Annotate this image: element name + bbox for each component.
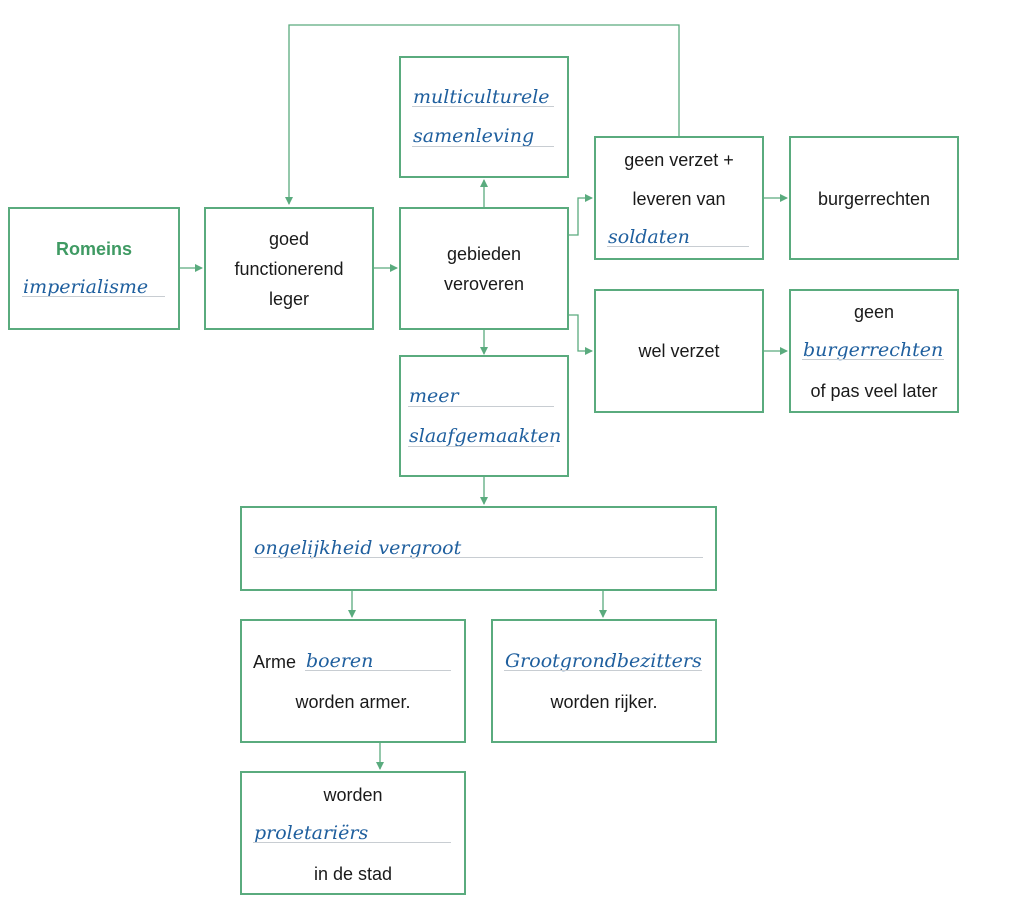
leger-line1: goed [268, 229, 310, 249]
geen-burgerrechten-line1: geen [853, 302, 895, 322]
slaafgemaakten-answer2[interactable]: slaafgemaakten [409, 425, 562, 447]
box-geen-burgerrechten [789, 289, 959, 413]
box-grootgrond [491, 619, 717, 743]
box-multicultureel [399, 56, 569, 178]
box-boeren [240, 619, 466, 743]
geen-burgerrechten-answer-line [802, 359, 944, 360]
box-romeins [8, 207, 180, 330]
boeren-answer-line [305, 670, 451, 671]
boeren-prefix: Arme [253, 652, 297, 672]
grootgrond-answer[interactable]: Grootgrondbezitters [505, 650, 702, 672]
geen-verzet-line2: leveren van [632, 189, 726, 209]
box-wel-verzet [594, 289, 764, 413]
veroveren-line2: veroveren [443, 274, 525, 294]
geen-verzet-answer-line [607, 246, 749, 247]
leger-line3: leger [268, 289, 310, 309]
box-burgerrechten [789, 136, 959, 260]
proletariers-line3: in de stad [313, 864, 393, 884]
box-leger [204, 207, 374, 330]
romeins-heading: Romeins [55, 239, 133, 259]
proletariers-answer[interactable]: proletariërs [254, 822, 369, 844]
geen-verzet-answer[interactable]: soldaten [608, 226, 690, 248]
slaafgemaakten-answer1-line [408, 406, 554, 407]
multicultureel-answer2-line [412, 146, 554, 147]
box-ongelijkheid [240, 506, 717, 591]
slaafgemaakten-answer1[interactable]: meer [409, 385, 459, 407]
grootgrond-line2: worden rijker. [550, 692, 658, 712]
romeins-answer-line [22, 296, 165, 297]
leger-line2: functionerend [234, 259, 344, 279]
slaafgemaakten-answer2-line [408, 446, 554, 447]
arrow-veroveren-to-wel-verzet [568, 314, 593, 355]
geen-burgerrechten-line3: of pas veel later [810, 381, 938, 401]
arrow-veroveren-to-geen-verzet [568, 194, 593, 236]
romeins-answer[interactable]: imperialisme [23, 276, 149, 298]
box-proletariers [240, 771, 466, 895]
boeren-answer[interactable]: boeren [306, 650, 374, 672]
wel-verzet-text: wel verzet [638, 341, 720, 361]
burgerrechten-text: burgerrechten [817, 189, 931, 209]
proletariers-line1: worden [323, 785, 383, 805]
box-slaafgemaakten [399, 355, 569, 477]
box-veroveren [399, 207, 569, 330]
arrow-geen-verzet-to-leger [285, 24, 680, 205]
geen-verzet-line1: geen verzet + [624, 150, 734, 170]
multicultureel-answer1-line [412, 106, 554, 107]
box-geen-verzet [594, 136, 764, 260]
proletariers-answer-line [253, 842, 451, 843]
geen-burgerrechten-answer[interactable]: burgerrechten [803, 339, 944, 361]
veroveren-line1: gebieden [446, 244, 522, 264]
ongelijkheid-answer-line [253, 557, 703, 558]
multicultureel-answer2[interactable]: samenleving [413, 125, 535, 147]
ongelijkheid-answer[interactable]: ongelijkheid vergroot [254, 537, 462, 559]
multicultureel-answer1[interactable]: multiculturele [413, 86, 550, 108]
grootgrond-answer-line [504, 670, 702, 671]
boeren-line2: worden armer. [295, 692, 411, 712]
